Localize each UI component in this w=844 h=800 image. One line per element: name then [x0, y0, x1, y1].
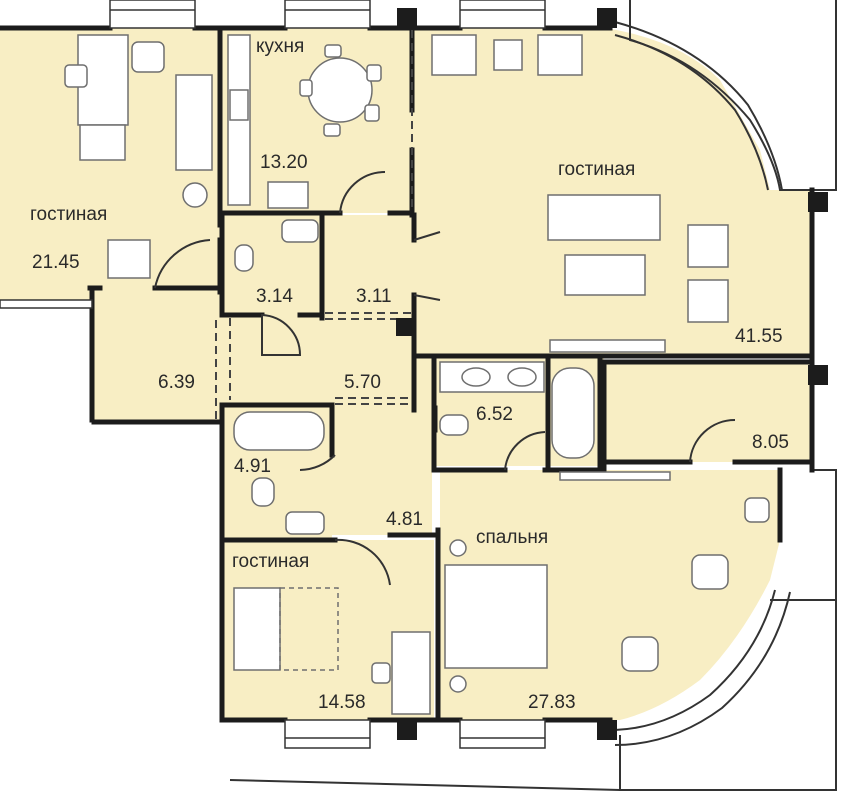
room-living-main [412, 28, 812, 355]
bed-dashed [279, 587, 339, 671]
bed [444, 564, 548, 669]
label-hall-left-area: 6.39 [158, 372, 195, 393]
label-wc-small-area: 3.14 [256, 286, 293, 307]
lamp2 [449, 675, 467, 693]
bathtub-center [551, 367, 595, 459]
tv-bedroom [559, 471, 671, 481]
balconies [229, 0, 837, 791]
tv-stand [549, 339, 666, 353]
toilet-center [439, 414, 469, 436]
label-closet-area: 3.11 [356, 286, 392, 307]
armchair-right1 [687, 224, 729, 268]
label-kitchen-name: кухня [256, 36, 304, 57]
side-table [493, 39, 523, 71]
label-hall-lower-area: 4.81 [386, 509, 423, 530]
label-dressing-area: 8.05 [752, 432, 789, 453]
armchair-bed1 [691, 554, 729, 590]
room-corridor [220, 315, 416, 405]
windows [0, 0, 546, 749]
armchair [131, 41, 165, 73]
label-living-lower-name: гостиная [232, 551, 309, 572]
columns [396, 8, 828, 740]
bay-windows [614, 21, 791, 746]
balcony-lower [619, 599, 837, 791]
label-kitchen-area: 13.20 [260, 152, 308, 173]
label-living-left-area: 21.45 [32, 252, 80, 273]
label-bath-center-area: 6.52 [476, 404, 513, 425]
label-bath-lower-area: 4.91 [234, 456, 271, 477]
armchair-left-living [107, 239, 151, 279]
openings [215, 30, 413, 420]
sofa-main [547, 194, 661, 241]
toilet-lower [251, 477, 275, 507]
room-living-left [0, 28, 220, 308]
sink-lower [285, 511, 325, 535]
balcony-right [810, 469, 837, 601]
labels: гостиная 21.45 кухня 13.20 гостиная 41.5… [30, 36, 789, 713]
room-closet [322, 215, 414, 315]
label-bedroom-name: спальня [476, 527, 548, 548]
armchair-top2 [537, 34, 583, 76]
label-living-main-area: 41.55 [735, 326, 783, 347]
room-dressing [604, 362, 810, 462]
room-hall-lower [332, 405, 432, 535]
desk-lower [391, 631, 431, 715]
chair-lower [371, 662, 391, 684]
chair [64, 64, 88, 88]
sofa-lower [233, 587, 281, 671]
sink-kitchen [267, 181, 309, 209]
dining-table [307, 57, 373, 123]
stove [229, 89, 249, 121]
label-bedroom-area: 27.83 [528, 692, 576, 713]
sink-wc [281, 219, 319, 243]
coffee-table [564, 254, 646, 296]
label-living-main-name: гостиная [558, 159, 635, 180]
furniture [64, 34, 770, 715]
plant [182, 182, 208, 208]
room-kitchen [222, 28, 412, 213]
armchair-bed3 [744, 497, 770, 523]
walls [0, 25, 815, 723]
room-hall-left [94, 288, 220, 423]
toilet-wc [234, 244, 254, 272]
label-living-left-name: гостиная [30, 204, 107, 225]
label-corridor-area: 5.70 [344, 372, 381, 393]
lamp1 [449, 539, 467, 557]
doors [154, 170, 736, 586]
label-living-lower-area: 14.58 [318, 692, 366, 713]
bathtub-lower [233, 411, 325, 451]
armchair-top1 [431, 34, 477, 76]
armchair-bed2 [621, 636, 659, 672]
sofa-left [175, 74, 213, 171]
armchair-right2 [687, 279, 729, 323]
